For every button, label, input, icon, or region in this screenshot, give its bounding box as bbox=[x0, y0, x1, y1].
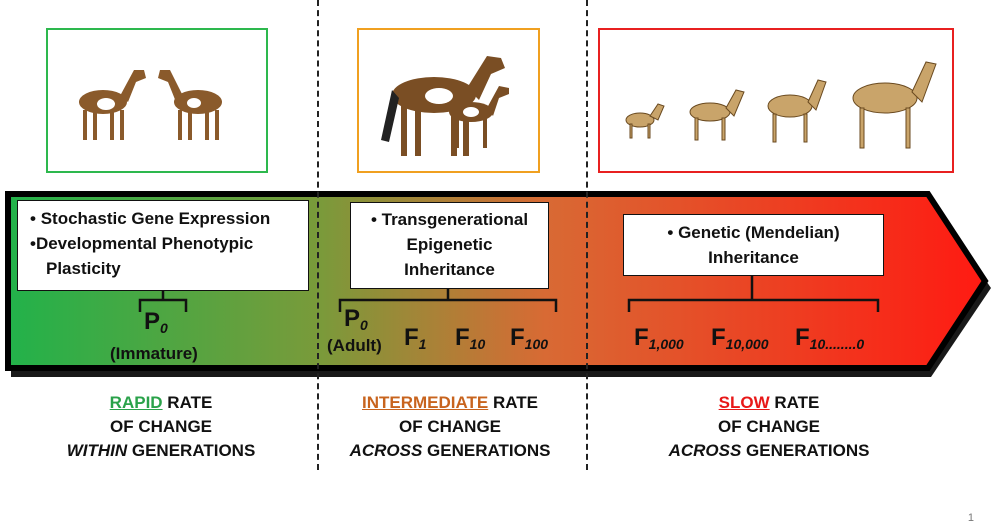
rate-rapid-keyword: RAPID bbox=[109, 393, 163, 412]
box-right-line1: Genetic (Mendelian) bbox=[678, 223, 840, 242]
bracket-left bbox=[138, 291, 188, 312]
page-number: 1 bbox=[967, 512, 974, 524]
rate-slow: SLOW RATE OF CHANGE ACROSS GENERATIONS bbox=[668, 393, 870, 460]
gen-right-f10000: F10,000 bbox=[711, 324, 769, 352]
gen-middle-f10: F10 bbox=[455, 324, 486, 352]
box-left-line3: Plasticity bbox=[46, 259, 121, 278]
horse-evolution-sequence-icon bbox=[625, 61, 937, 149]
rate-intermediate-keyword: INTERMEDIATE bbox=[362, 393, 489, 412]
box-right-line2: Inheritance bbox=[708, 248, 799, 267]
gen-right-f1000: F1,000 bbox=[634, 324, 684, 352]
gen-middle-f100: F100 bbox=[510, 324, 549, 352]
rate-slow-keyword: SLOW bbox=[718, 393, 770, 412]
panel-evolution bbox=[598, 28, 954, 173]
gen-middle-f1: F1 bbox=[404, 324, 427, 352]
two-foals-facing-icon bbox=[79, 70, 222, 140]
gen-middle-p0: P0 bbox=[344, 305, 368, 333]
box-middle-line1: Transgenerational bbox=[381, 210, 529, 229]
divider-left bbox=[317, 0, 319, 470]
rate-intermediate: INTERMEDIATE RATE OF CHANGE ACROSS GENER… bbox=[349, 393, 551, 460]
gen-right-fn: F10........0 bbox=[795, 324, 865, 352]
box-stochastic: • Stochastic Gene Expression •Developmen… bbox=[17, 200, 309, 291]
box-left-line1: Stochastic Gene Expression bbox=[40, 209, 271, 228]
box-left-line2: Developmental Phenotypic bbox=[35, 234, 254, 253]
box-epigenetic: • Transgenerational Epigenetic Inheritan… bbox=[350, 202, 549, 289]
panel-mare-foal bbox=[357, 28, 540, 173]
rate-rapid: RAPID RATE OF CHANGE WITHIN GENERATIONS bbox=[66, 393, 256, 460]
mare-and-foal-icon bbox=[381, 56, 509, 156]
box-middle-line3: Inheritance bbox=[404, 260, 495, 279]
panel-foals bbox=[46, 28, 268, 173]
gen-left-p0: P0 bbox=[144, 308, 168, 336]
bracket-middle bbox=[338, 289, 558, 312]
divider-right bbox=[586, 0, 588, 470]
gen-middle-note: (Adult) bbox=[327, 336, 382, 355]
box-genetic: • Genetic (Mendelian) Inheritance bbox=[623, 214, 884, 276]
box-middle-line2: Epigenetic bbox=[406, 235, 493, 254]
gen-left-note: (Immature) bbox=[110, 344, 198, 363]
bracket-right bbox=[627, 276, 880, 312]
